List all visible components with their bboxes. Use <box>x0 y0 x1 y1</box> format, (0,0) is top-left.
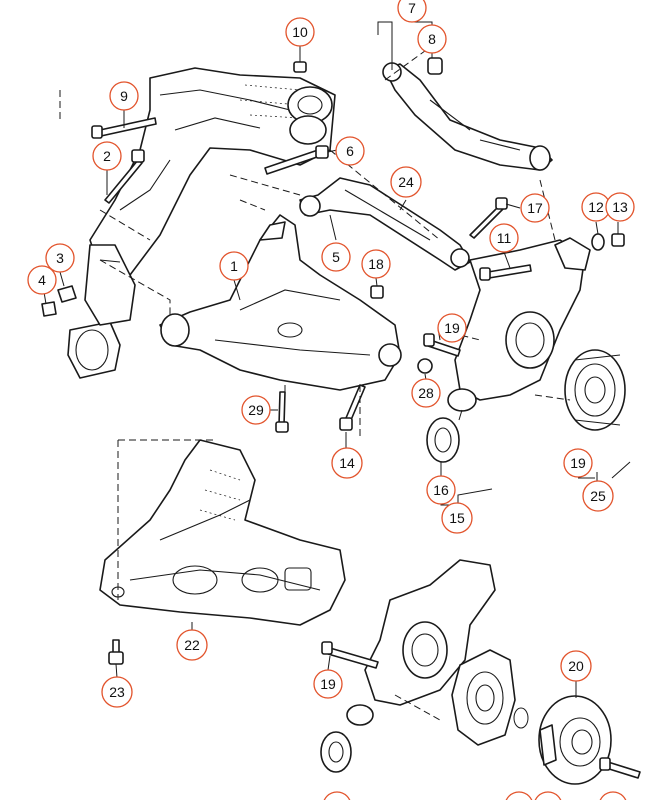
svg-text:20: 20 <box>568 658 584 674</box>
callout-4: 4 <box>27 265 57 295</box>
svg-text:6: 6 <box>346 143 354 159</box>
nut-3-4 <box>41 285 77 317</box>
svg-text:25: 25 <box>590 488 606 504</box>
svg-text:5: 5 <box>332 249 340 265</box>
nut-28 <box>417 358 433 374</box>
callout-19-upper: 19 <box>437 313 467 343</box>
bushing <box>426 417 460 463</box>
callout-16: 16 <box>426 475 456 505</box>
wheel-bearing-housing-lower <box>346 559 496 726</box>
svg-text:15: 15 <box>449 510 465 526</box>
callout-28: 28 <box>411 378 441 408</box>
bolt-lower-right <box>599 757 641 779</box>
svg-text:19: 19 <box>320 676 336 692</box>
svg-text:28: 28 <box>418 385 434 401</box>
bolt-19-upper <box>423 333 461 357</box>
bolt-17 <box>469 197 508 239</box>
svg-text:22: 22 <box>184 637 200 653</box>
bolt-19-lower <box>321 641 379 669</box>
svg-text:23: 23 <box>109 684 125 700</box>
svg-text:1: 1 <box>230 258 238 274</box>
wheel-hub-assembly <box>564 349 626 431</box>
svg-text:14: 14 <box>339 455 355 471</box>
svg-text:4: 4 <box>38 272 46 288</box>
callout-5: 5 <box>321 242 351 272</box>
svg-text:9: 9 <box>120 88 128 104</box>
svg-text:29: 29 <box>248 402 264 418</box>
svg-text:11: 11 <box>497 230 512 246</box>
callout-19-lower: 19 <box>313 669 343 699</box>
leader-lines <box>43 21 631 698</box>
callout-15: 15 <box>441 502 473 534</box>
bolt-2 <box>104 149 145 204</box>
callout-11: 11 <box>489 223 519 253</box>
callout-24: 24 <box>390 166 422 198</box>
circlip <box>513 707 529 729</box>
bushing-lower <box>320 731 352 773</box>
callout-1: 1 <box>219 251 249 281</box>
svg-text:16: 16 <box>433 482 449 498</box>
callout-29: 29 <box>241 395 271 425</box>
callout-14: 14 <box>331 447 363 479</box>
svg-text:18: 18 <box>368 256 384 272</box>
svg-text:13: 13 <box>612 199 628 215</box>
callout-25: 25 <box>582 480 614 512</box>
lower-transverse-link <box>159 214 402 391</box>
callout-23: 23 <box>101 676 133 708</box>
bolt-14 <box>339 384 366 431</box>
callout-22: 22 <box>176 629 208 661</box>
callout-10: 10 <box>285 17 315 47</box>
svg-text:24: 24 <box>398 174 414 190</box>
callout-8: 8 <box>417 24 447 54</box>
bolt-29 <box>275 391 289 433</box>
callout-7: 7 <box>397 0 427 23</box>
svg-text:10: 10 <box>292 24 308 40</box>
bolt-23 <box>108 639 124 665</box>
underbody-cover <box>99 439 346 626</box>
svg-text:17: 17 <box>527 200 543 216</box>
svg-text:2: 2 <box>103 148 111 164</box>
callout-13: 13 <box>605 192 635 222</box>
callout-partial-bottom <box>323 791 627 800</box>
callout-17: 17 <box>520 193 550 223</box>
callout-9: 9 <box>109 81 139 111</box>
svg-text:12: 12 <box>588 199 604 215</box>
callout-6: 6 <box>335 136 365 166</box>
nut-10 <box>293 61 307 73</box>
wheel-hub-lower <box>538 695 612 785</box>
nut-18 <box>370 285 384 299</box>
svg-text:19: 19 <box>570 455 586 471</box>
callout-2: 2 <box>92 141 122 171</box>
bolt-9 <box>91 117 157 139</box>
svg-text:8: 8 <box>428 31 436 47</box>
callout-20: 20 <box>560 650 592 682</box>
upper-control-arm <box>382 57 553 171</box>
callout-18: 18 <box>361 249 391 279</box>
nut-12-13 <box>591 233 625 251</box>
bolt-11 <box>479 264 532 281</box>
svg-text:3: 3 <box>56 250 64 266</box>
svg-text:7: 7 <box>408 0 416 16</box>
bearing-flange <box>451 649 516 746</box>
callout-3: 3 <box>45 243 75 273</box>
svg-text:19: 19 <box>444 320 460 336</box>
callout-19-hub: 19 <box>563 448 593 478</box>
bolt-6 <box>264 145 329 175</box>
